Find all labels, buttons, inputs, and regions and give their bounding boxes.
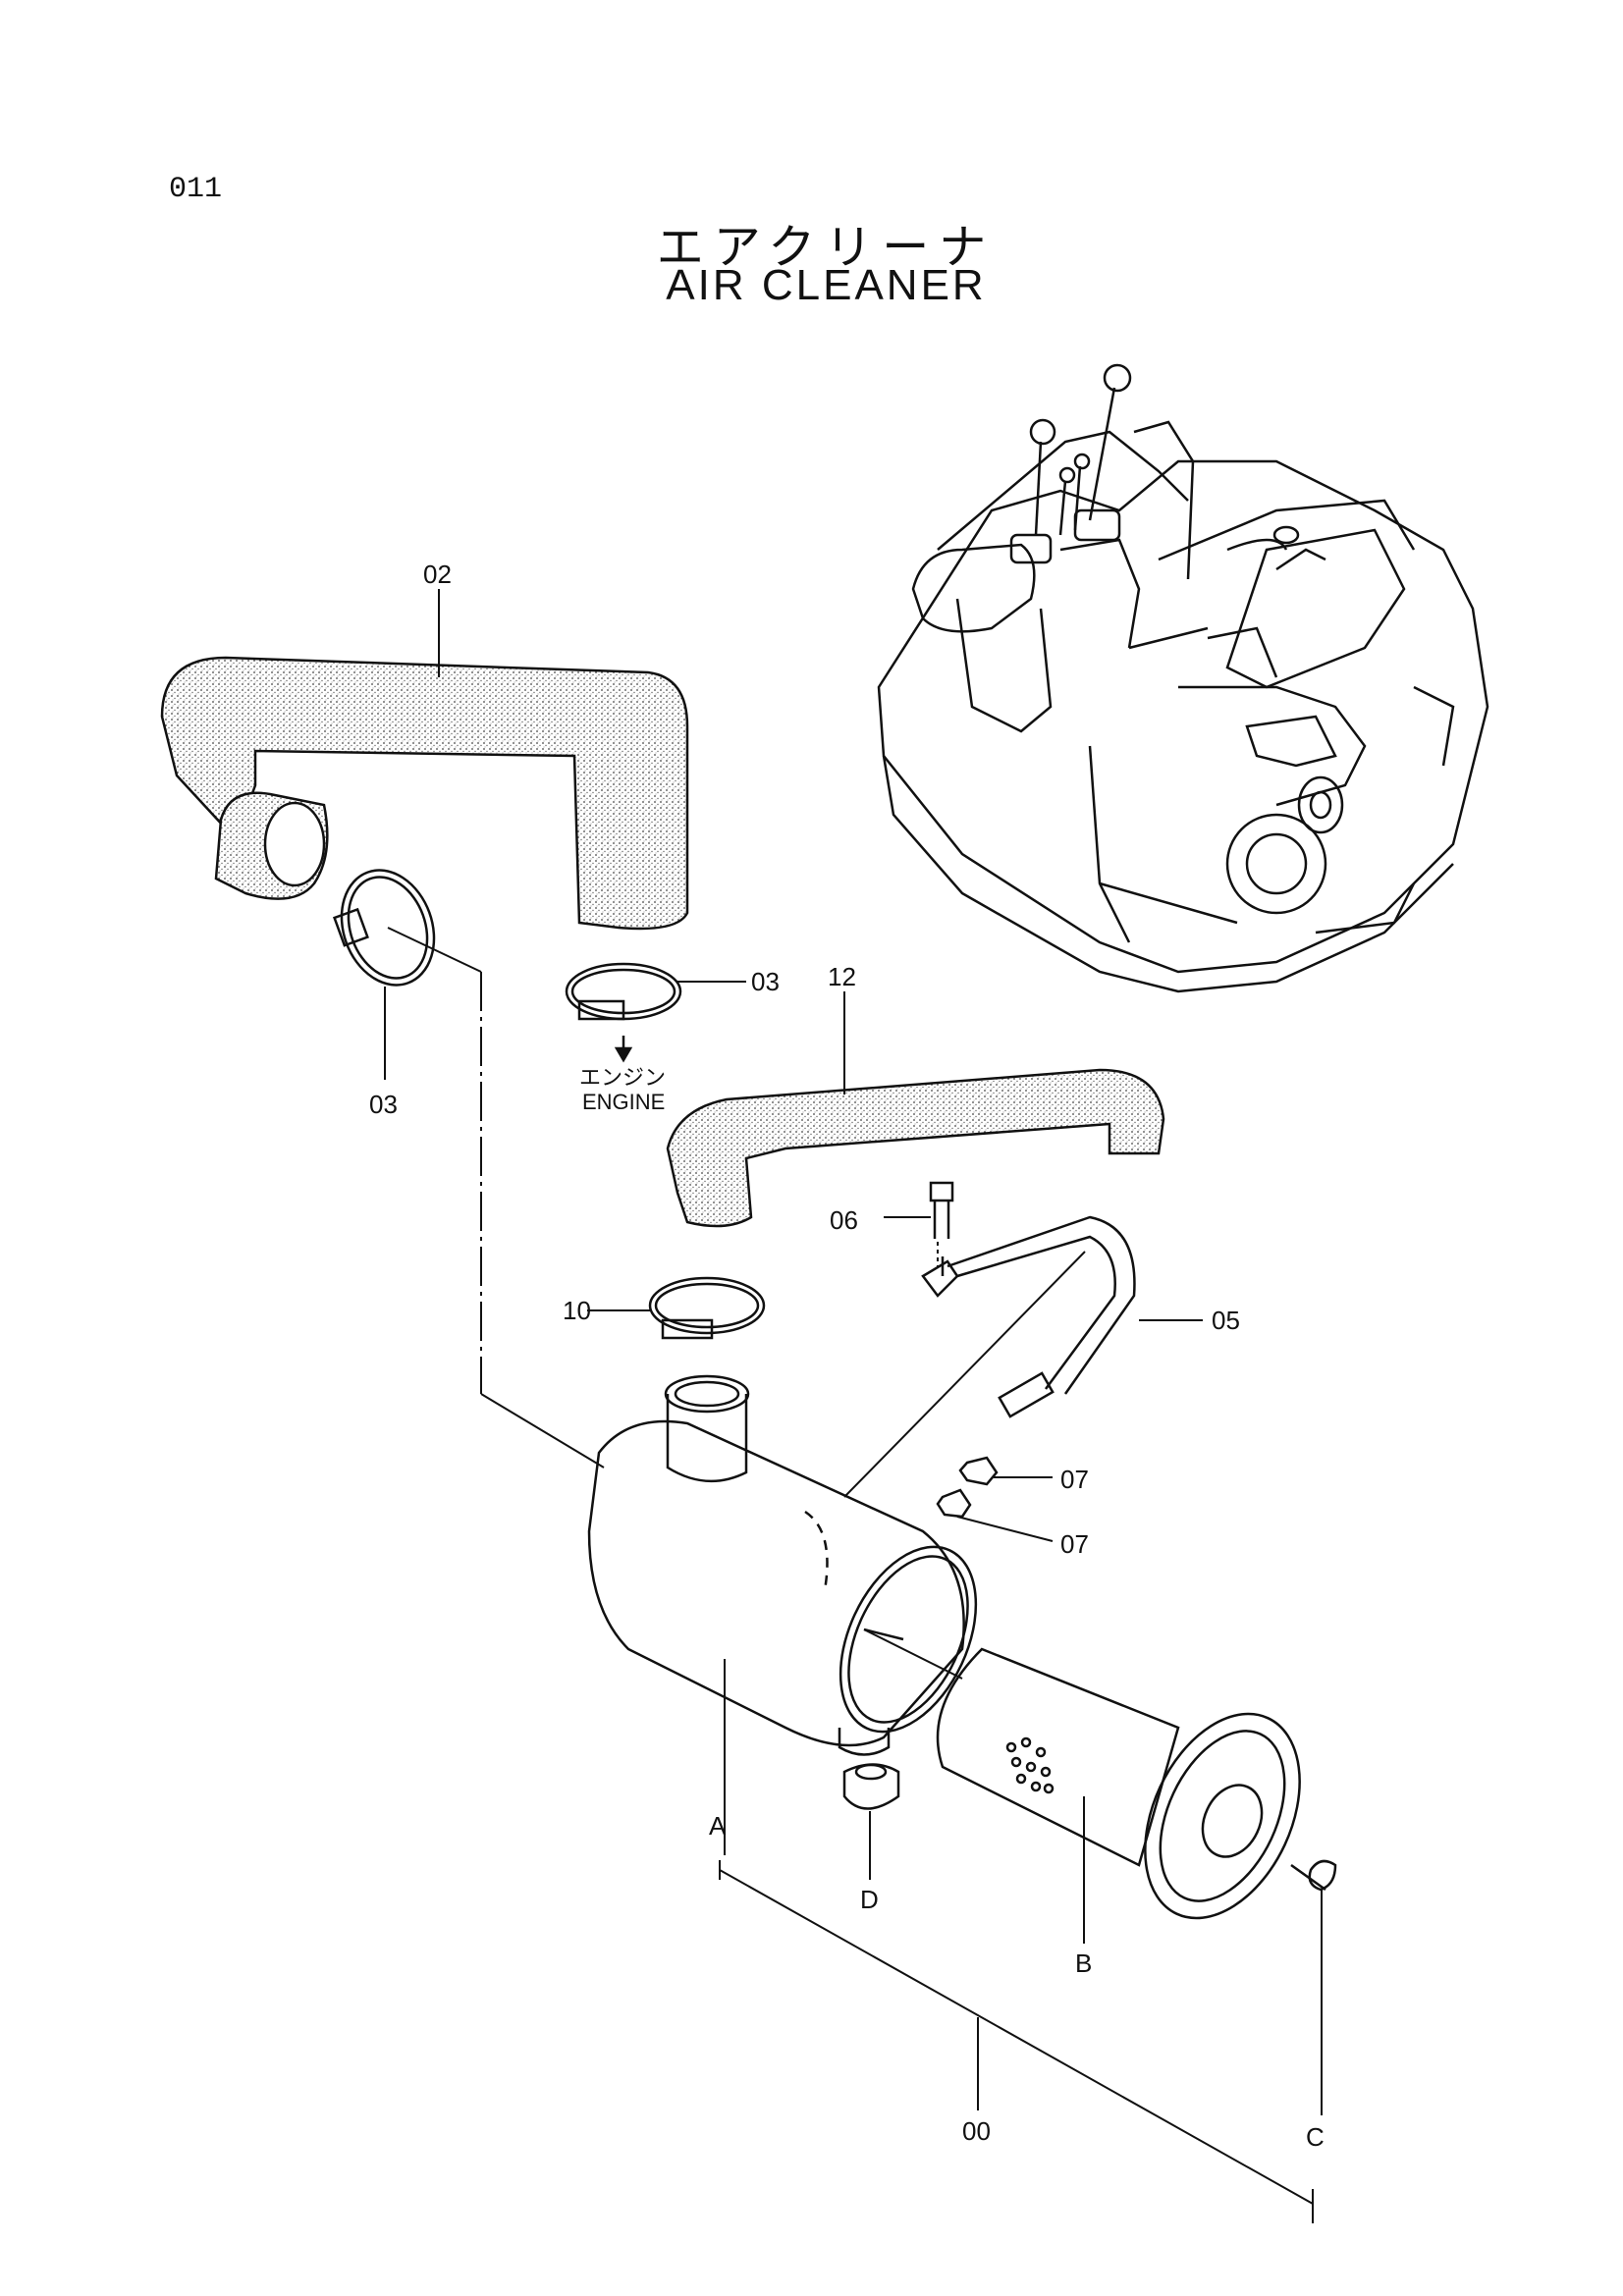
callout-d[interactable]: D xyxy=(860,1885,879,1914)
callout-03-left[interactable]: 03 xyxy=(369,1090,398,1119)
upper-hose-drawing xyxy=(160,656,689,931)
callout-03-center[interactable]: 03 xyxy=(751,967,780,996)
clamp-10-drawing xyxy=(648,1276,766,1340)
machine-illustration xyxy=(877,363,1489,993)
callout-a[interactable]: A xyxy=(709,1811,727,1841)
callout-07-upper[interactable]: 07 xyxy=(1060,1465,1089,1494)
title-english: AIR CLEANER xyxy=(666,261,987,309)
bracket-drawing xyxy=(921,1181,1136,1418)
left-clamp-drawing xyxy=(332,869,436,987)
callout-02[interactable]: 02 xyxy=(423,560,452,589)
page-number: 011 xyxy=(169,173,223,206)
engine-note-english: ENGINE xyxy=(582,1090,666,1114)
callout-b[interactable]: B xyxy=(1075,1949,1093,1978)
housing-drawing xyxy=(587,1374,978,1810)
filter-drawing xyxy=(936,1647,1337,1920)
callout-00[interactable]: 00 xyxy=(962,2116,991,2146)
engine-note-japanese: エンジン xyxy=(579,1065,667,1090)
callout-12[interactable]: 12 xyxy=(828,962,856,991)
title-japanese: エアクリーナ xyxy=(656,220,997,275)
leader-lines xyxy=(384,589,1323,2223)
nuts-drawing xyxy=(936,1456,999,1519)
callout-10[interactable]: 10 xyxy=(563,1296,591,1325)
center-clamp-drawing xyxy=(565,962,682,1063)
callout-06[interactable]: 06 xyxy=(830,1205,858,1235)
callout-05[interactable]: 05 xyxy=(1212,1306,1240,1335)
callout-c[interactable]: C xyxy=(1306,2122,1325,2152)
callout-07-lower[interactable]: 07 xyxy=(1060,1529,1089,1559)
lower-hose-drawing xyxy=(666,1068,1165,1228)
